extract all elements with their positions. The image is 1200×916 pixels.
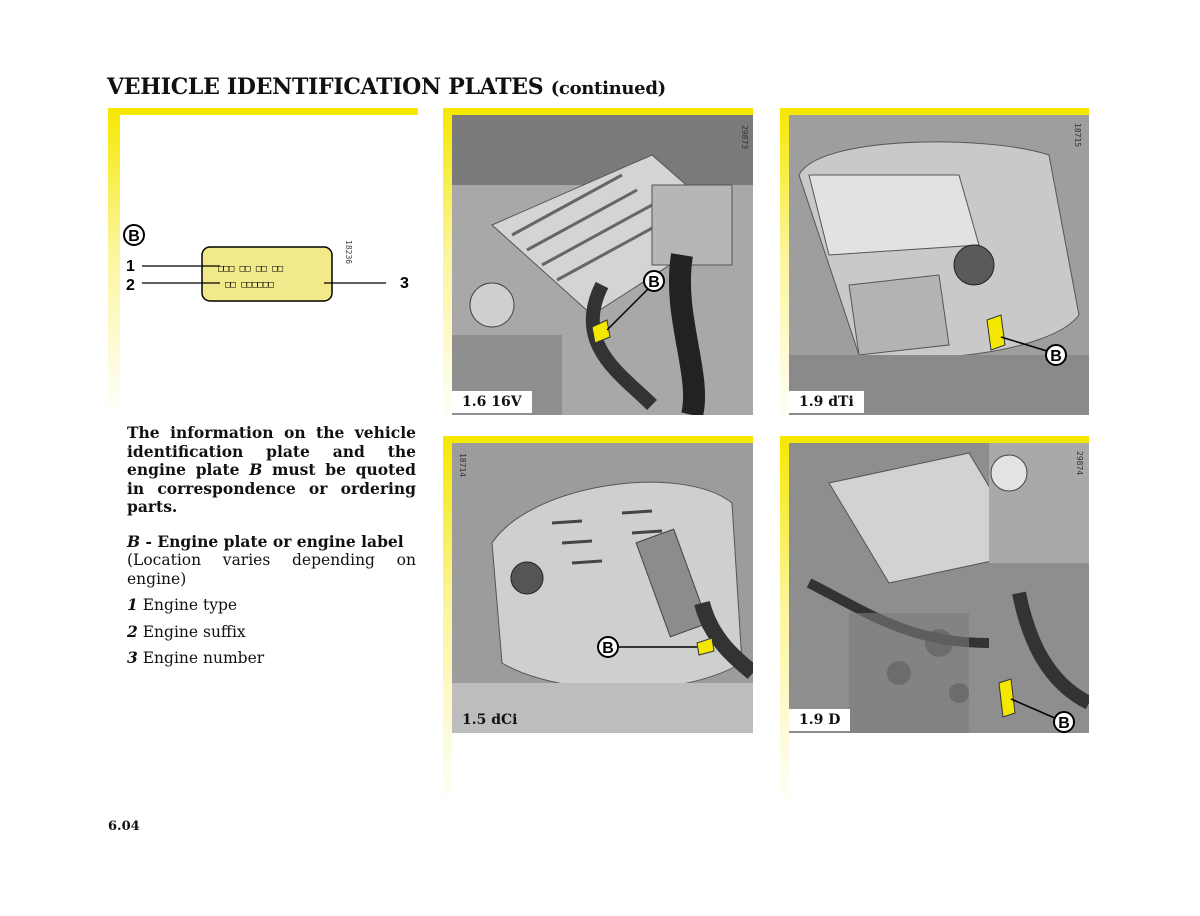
- callout-2: 2: [126, 277, 135, 294]
- photo-frame-side-3: [443, 436, 452, 810]
- intro-paragraph: The information on the vehicle identific…: [127, 423, 416, 516]
- list-item: 3 Engine number: [127, 648, 265, 667]
- page-number: 6.04: [108, 819, 140, 834]
- photo-frame-side-4: [780, 436, 789, 810]
- body-text: The information on the vehicle identific…: [127, 423, 416, 676]
- left-accent-top: [108, 108, 418, 115]
- photo-2-ref-code: 18715: [1073, 123, 1082, 147]
- page-title-continued: (continued): [550, 78, 666, 99]
- photo-frame-top-4: [780, 436, 1089, 443]
- photo-frame-side-1: [443, 108, 452, 428]
- engine-plate-diagram: B □□□ □□ □□ □□ □□ □□□□□□ 1 2 3 18236: [120, 200, 420, 340]
- definition-note: (Location varies depending on engine): [127, 551, 416, 588]
- plate-line1: □□□ □□ □□ □□: [218, 264, 284, 274]
- plate-line2: □□ □□□□□□: [225, 280, 274, 290]
- photo-1-callout: B: [648, 274, 660, 291]
- photo-4-ref-code: 29874: [1075, 451, 1084, 475]
- photo-2-label: 1.9 dTi: [789, 391, 864, 413]
- plate-callout-circle: [123, 224, 145, 246]
- list-item: 2 Engine suffix: [127, 621, 246, 641]
- photo-frame-top-2: [780, 108, 1089, 115]
- engine-plate: [201, 246, 333, 302]
- photo-1-label: 1.6 16V: [452, 391, 532, 413]
- photo-frame-top-3: [443, 436, 753, 443]
- plate-callout-letter: B: [128, 228, 140, 245]
- photo-3-ref-code: 18714: [458, 453, 467, 477]
- page-title-main: VEHICLE IDENTIFICATION PLATES: [107, 74, 544, 100]
- left-accent-side: [108, 108, 120, 418]
- engine-photo-1-6-16v: B 29873 1.6 16V: [452, 115, 753, 415]
- photo-frame-top-1: [443, 108, 753, 115]
- page-title: VEHICLE IDENTIFICATION PLATES (continued…: [107, 74, 666, 100]
- photo-4-callout: B: [1058, 715, 1070, 732]
- photo-2-callout: B: [1050, 348, 1062, 365]
- photo-3-label: 1.5 dCi: [462, 712, 518, 728]
- photo-3-callout: B: [602, 640, 614, 657]
- engine-photo-1-5-dci: B 18714 1.5 dCi: [452, 443, 753, 733]
- diagram-ref-code: 18236: [344, 240, 353, 264]
- callout-3: 3: [400, 275, 409, 292]
- engine-photo-1-9-d: B 29874 1.9 D: [789, 443, 1089, 733]
- definition-engine-plate: B - Engine plate or engine label (Locati…: [127, 531, 416, 588]
- photo-4-label: 1.9 D: [789, 709, 851, 731]
- photo-frame-side-2: [780, 108, 789, 428]
- callout-1: 1: [126, 258, 135, 275]
- engine-photo-1-9-dti: B 18715 1.9 dTi: [789, 115, 1089, 415]
- photo-1-ref-code: 29873: [740, 125, 749, 149]
- list-item: 1 Engine type: [127, 595, 238, 614]
